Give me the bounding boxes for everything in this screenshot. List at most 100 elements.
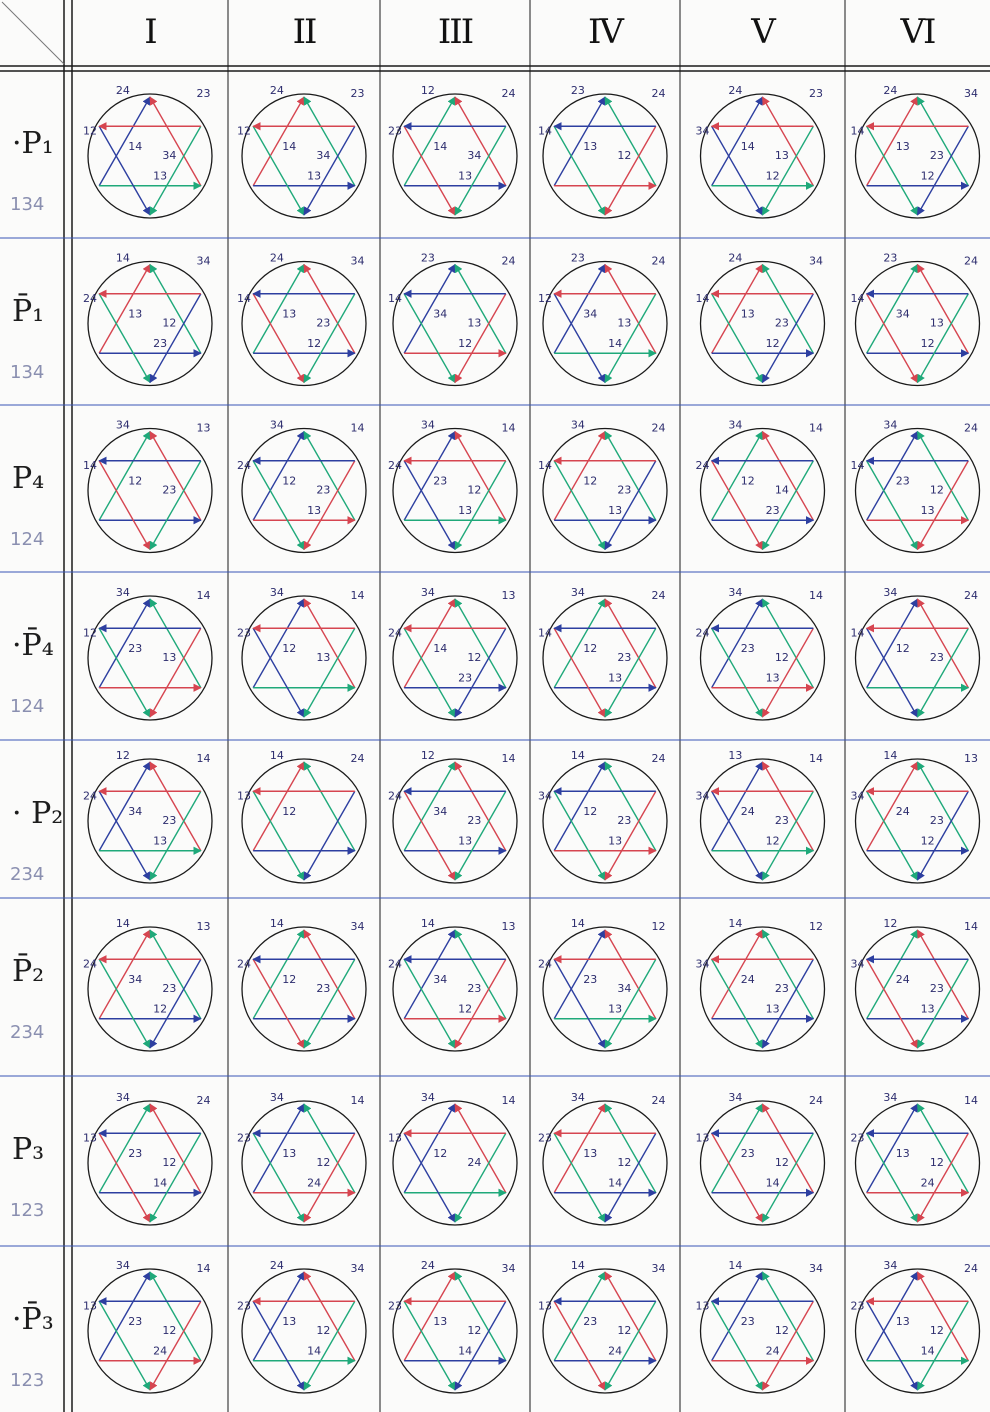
- edge-label: 12: [930, 1324, 944, 1337]
- edge-label: 23: [583, 1315, 597, 1328]
- edge-label: 12: [421, 84, 435, 97]
- edge-label: 14: [197, 752, 211, 765]
- edge-label: 23: [896, 474, 910, 487]
- cell-diagram: 232412341314: [538, 252, 667, 386]
- edge-label: 24: [388, 957, 402, 970]
- edge-label: 12: [282, 973, 296, 986]
- edge-label: 34: [652, 1262, 666, 1275]
- blue-arrow: [867, 628, 918, 717]
- cell-circle: [88, 1101, 212, 1225]
- green-arrow: [867, 461, 918, 550]
- cell-diagram: 122423143413: [388, 84, 517, 218]
- edge-label: 13: [608, 835, 622, 848]
- cell-diagram: 121424342313: [388, 749, 517, 883]
- green-arrow: [253, 265, 304, 354]
- edge-label: 23: [930, 814, 944, 827]
- cell-diagram: 1434241223: [237, 917, 366, 1051]
- edge-label: 13: [282, 1315, 296, 1328]
- cell-circle: [88, 262, 212, 386]
- edge-label: 14: [571, 749, 585, 762]
- cell-diagram: 3424141223: [851, 586, 980, 720]
- green-arrow: [304, 762, 355, 851]
- edge-label: 24: [538, 957, 552, 970]
- cell-circle: [88, 429, 212, 553]
- edge-label: 23: [128, 1147, 142, 1160]
- edge-label: 12: [421, 749, 435, 762]
- edge-label: 34: [270, 586, 284, 599]
- corner-diagonal: [2, 2, 64, 64]
- edge-label: 24: [83, 957, 97, 970]
- edge-label: 34: [502, 1262, 516, 1275]
- edge-label: 12: [583, 805, 597, 818]
- edge-label: 12: [930, 484, 944, 497]
- edge-label: 34: [728, 586, 742, 599]
- cell-diagram: 143413231224: [696, 1259, 825, 1393]
- cell-diagram: 3414231213: [237, 586, 366, 720]
- edge-label: 14: [809, 752, 823, 765]
- edge-label: 14: [421, 917, 435, 930]
- edge-label: 13: [458, 170, 472, 183]
- cell-circle: [242, 1269, 366, 1393]
- red-arrow: [404, 599, 455, 688]
- cell-diagram: 243414132312: [237, 252, 366, 386]
- row-name: ·P₁: [12, 126, 54, 161]
- green-arrow: [404, 959, 455, 1048]
- blue-arrow: [404, 265, 455, 354]
- edge-label: 13: [153, 170, 167, 183]
- blue-arrow: [867, 1301, 918, 1390]
- edge-label: 24: [809, 1094, 823, 1107]
- edge-label: 12: [896, 642, 910, 655]
- cell-circle: [543, 1101, 667, 1225]
- cell-diagram: 3414131224: [388, 1091, 517, 1225]
- cell-circle: [393, 429, 517, 553]
- red-arrow: [712, 265, 763, 354]
- cell-circle: [88, 759, 212, 883]
- green-arrow: [404, 628, 455, 717]
- edge-label: 23: [162, 814, 176, 827]
- row-subscript: 124: [10, 529, 44, 550]
- edge-label: 24: [652, 589, 666, 602]
- cell-circle: [701, 596, 825, 720]
- cell-diagram: 142434122313: [538, 749, 667, 883]
- edge-label: 34: [851, 789, 865, 802]
- cell-diagram: 143424131223: [83, 252, 212, 386]
- green-arrow: [404, 294, 455, 383]
- edge-label: 13: [316, 651, 330, 664]
- cell-circle: [701, 927, 825, 1051]
- cell-circle: [393, 759, 517, 883]
- blue-arrow: [253, 599, 304, 688]
- cell-circle: [393, 262, 517, 386]
- edge-label: 23: [388, 1299, 402, 1312]
- cell-diagram: 342413231214: [83, 1091, 212, 1225]
- cell-circle: [543, 1269, 667, 1393]
- row-subscript: 124: [10, 696, 44, 717]
- edge-label: 23: [128, 1315, 142, 1328]
- green-arrow: [404, 97, 455, 186]
- edge-label: 23: [809, 87, 823, 100]
- edge-label: 14: [608, 337, 622, 350]
- blue-arrow: [404, 930, 455, 1019]
- edge-label: 34: [571, 586, 585, 599]
- edge-label: 14: [809, 422, 823, 435]
- cell-circle: [701, 262, 825, 386]
- edge-label: 24: [608, 1345, 622, 1358]
- edge-label: 13: [964, 752, 978, 765]
- edge-label: 13: [153, 835, 167, 848]
- edge-label: 13: [775, 149, 789, 162]
- green-arrow: [605, 97, 656, 186]
- cell-diagram: 232414341312: [851, 252, 980, 386]
- cell-circle: [393, 1269, 517, 1393]
- blue-arrow: [554, 294, 605, 383]
- edge-label: 24: [197, 1094, 211, 1107]
- row-subscript: 134: [10, 194, 44, 215]
- edge-label: 34: [197, 255, 211, 268]
- edge-label: 12: [162, 317, 176, 330]
- green-arrow: [253, 791, 304, 880]
- edge-label: 13: [197, 920, 211, 933]
- cell-circle: [701, 1101, 825, 1225]
- green-arrow: [99, 294, 150, 383]
- edge-label: 24: [696, 459, 710, 472]
- green-arrow: [712, 959, 763, 1048]
- cell-diagram: 143413231224: [538, 1259, 667, 1393]
